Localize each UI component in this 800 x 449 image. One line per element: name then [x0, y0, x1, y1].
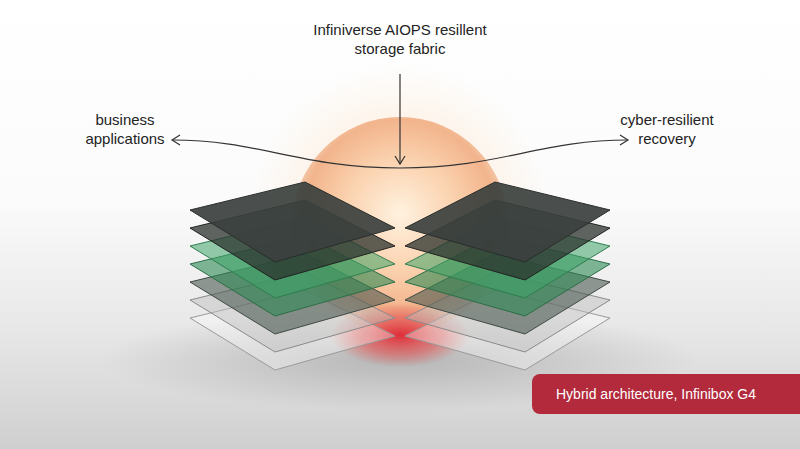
fabric-label: Infiniverse AIOPS resillent storage fabr… [300, 20, 500, 58]
target-label: cyber-resilient recovery [612, 110, 722, 148]
caption-badge: Hybrid architecture, Infinibox G4 [532, 374, 800, 414]
source-label: business applications [70, 110, 180, 148]
badge-text: Hybrid architecture, Infinibox G4 [556, 386, 756, 402]
